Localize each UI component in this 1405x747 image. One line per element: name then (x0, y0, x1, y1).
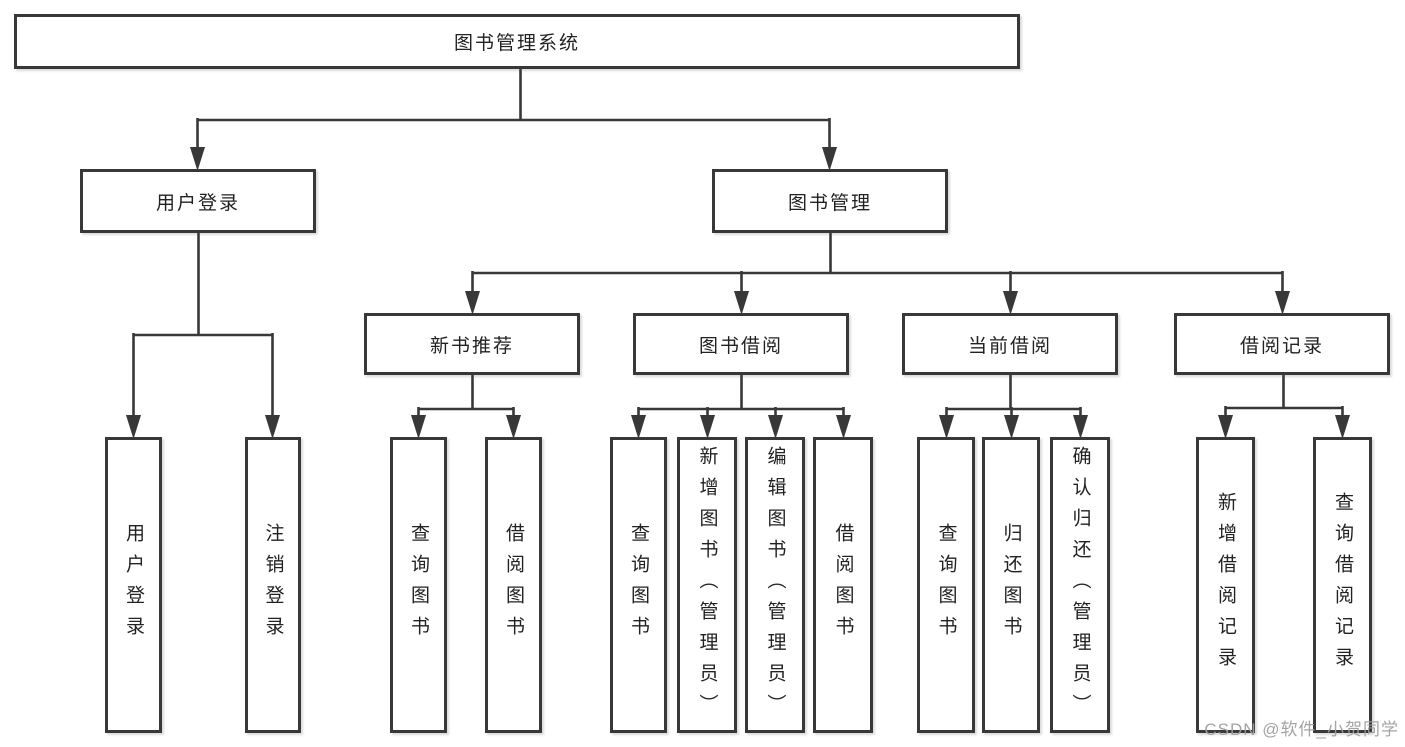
node-label: 图书借阅 (698, 335, 783, 357)
leaf-borrow-books-recommend: 借阅图书 (485, 437, 542, 733)
node-label: 编辑图书（管理员） (764, 445, 786, 725)
leaf-query-books-borrowing: 查询图书 (610, 437, 667, 733)
node-label: 图书管理系统 (453, 33, 580, 54)
node-label: 查询借阅记录 (1332, 492, 1353, 678)
node-label: 新增借阅记录 (1215, 492, 1236, 678)
node-label: 当前借阅 (967, 335, 1052, 357)
leaf-return-books: 归还图书 (982, 437, 1040, 733)
node-label: 查询图书 (935, 523, 957, 647)
node-label: 注销登录 (262, 523, 284, 647)
node-label: 新书推荐 (429, 335, 514, 357)
csdn-watermark: CSDN @软件_小贺同学 (1204, 720, 1399, 739)
node-current-borrowing: 当前借阅 (902, 313, 1118, 375)
node-book-borrowing: 图书借阅 (633, 313, 849, 375)
leaf-query-books-recommend: 查询图书 (390, 437, 447, 733)
node-label: 查询图书 (408, 523, 429, 647)
node-label: 查询图书 (628, 523, 649, 647)
leaf-edit-books-admin: 编辑图书（管理员） (745, 437, 805, 733)
node-label: 归还图书 (1000, 523, 1022, 647)
node-new-book-recommend: 新书推荐 (364, 313, 580, 375)
node-book-management: 图书管理 (712, 169, 948, 233)
node-label: 新增图书（管理员） (696, 445, 718, 725)
node-label: 借阅图书 (503, 523, 524, 647)
leaf-confirm-return-admin: 确认归还（管理员） (1050, 437, 1110, 733)
node-label: 借阅记录 (1239, 335, 1324, 357)
node-label: 确认归还（管理员） (1069, 445, 1091, 725)
leaf-add-borrow-record: 新增借阅记录 (1196, 437, 1255, 733)
leaf-logout: 注销登录 (245, 437, 301, 733)
leaf-query-books-current: 查询图书 (917, 437, 975, 733)
leaf-user-login: 用户登录 (105, 437, 162, 733)
leaf-query-borrow-record: 查询借阅记录 (1313, 437, 1372, 733)
node-user-login: 用户登录 (80, 169, 316, 233)
node-borrowing-records: 借阅记录 (1174, 313, 1390, 375)
node-label: 借阅图书 (832, 523, 854, 647)
node-label: 图书管理 (787, 192, 872, 214)
arrowheads (126, 147, 1350, 439)
node-library-system: 图书管理系统 (14, 14, 1020, 69)
leaf-add-books-admin: 新增图书（管理员） (677, 437, 737, 733)
node-label: 用户登录 (155, 192, 240, 214)
node-label: 用户登录 (123, 523, 144, 647)
leaf-borrow-books: 借阅图书 (813, 437, 873, 733)
